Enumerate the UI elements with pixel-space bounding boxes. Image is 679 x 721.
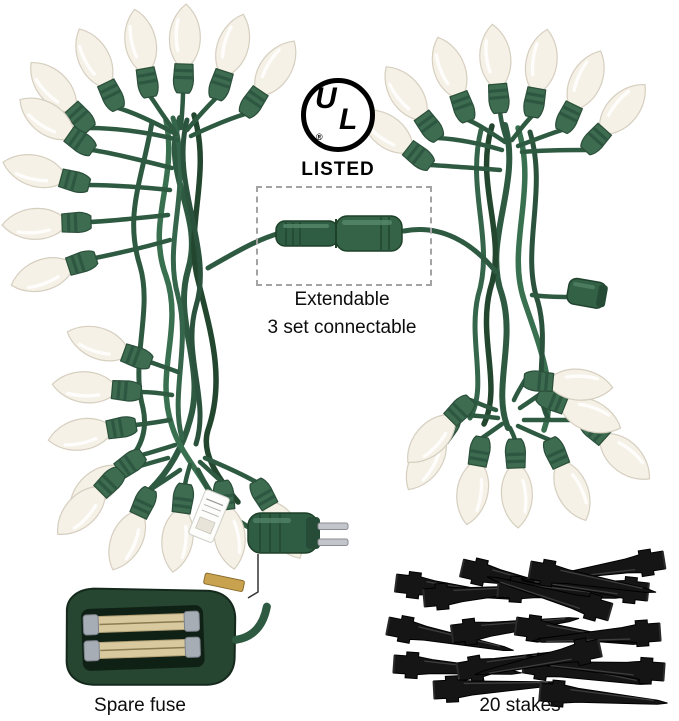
ul-letter-u: U bbox=[315, 82, 337, 115]
callout-line-1: Extendable bbox=[294, 289, 390, 310]
connector-highlight-box bbox=[256, 186, 432, 286]
power-plug bbox=[247, 512, 349, 554]
light-bulb bbox=[421, 30, 485, 128]
light-bulb bbox=[43, 407, 141, 458]
leader-line bbox=[247, 554, 259, 599]
light-bulb bbox=[497, 436, 536, 531]
spare-fuse-1 bbox=[82, 610, 201, 636]
ul-listed-text: LISTED bbox=[301, 159, 375, 180]
light-bulb bbox=[165, 1, 204, 96]
stakes-label: 20 stakes bbox=[479, 695, 561, 716]
ul-letter-l: L bbox=[339, 103, 358, 136]
spare-fuse-label: Spare fuse bbox=[94, 695, 186, 716]
light-bulb bbox=[0, 204, 94, 243]
spec-tag bbox=[188, 489, 230, 543]
light-bulb bbox=[117, 4, 168, 102]
string-connector bbox=[275, 215, 403, 252]
left-light-bundle bbox=[0, 1, 316, 578]
ul-listed-badge: U L ® LISTED bbox=[297, 78, 379, 181]
right-light-bundle bbox=[349, 21, 662, 531]
registered-mark: ® bbox=[316, 132, 323, 142]
connector-callout: Extendable 3 set connectable bbox=[230, 286, 454, 342]
plug-prong-detail bbox=[203, 572, 245, 592]
callout-line-2: 3 set connectable bbox=[267, 317, 417, 338]
light-bulb bbox=[199, 7, 260, 106]
light-bulb bbox=[49, 367, 145, 410]
stakes-pile bbox=[384, 546, 670, 718]
light-bulb bbox=[4, 241, 103, 302]
left-bundle-wires bbox=[85, 89, 283, 533]
light-bulb bbox=[514, 24, 565, 122]
light-bulb bbox=[449, 432, 500, 530]
ul-logo-icon: U L ® bbox=[301, 78, 375, 152]
light-bulb bbox=[533, 431, 602, 529]
spare-fuse-2 bbox=[83, 636, 201, 662]
light-bulb bbox=[475, 21, 518, 117]
plug-prongs bbox=[317, 522, 349, 546]
connector-end-socket bbox=[566, 277, 608, 309]
light-bulb bbox=[0, 145, 95, 202]
fuse-detail bbox=[65, 572, 271, 686]
